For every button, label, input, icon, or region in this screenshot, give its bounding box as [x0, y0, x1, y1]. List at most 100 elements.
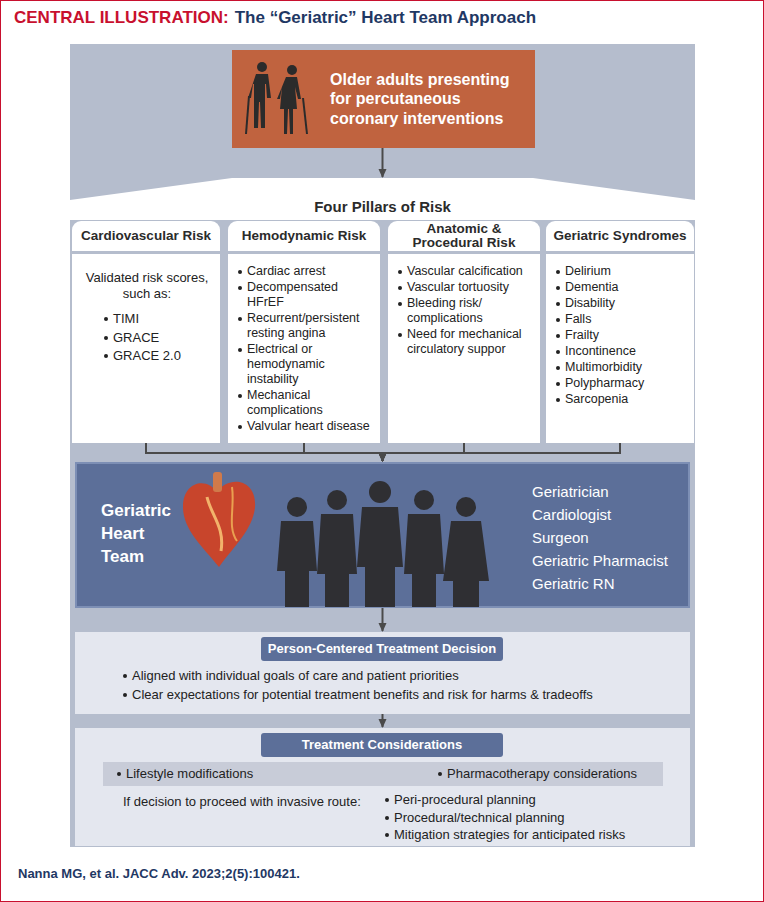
role-text: Cardiologist: [532, 503, 668, 526]
bullet-row: Dementia: [556, 280, 686, 295]
connector: [382, 608, 384, 631]
bullet-text: Bleeding risk/ complications: [407, 296, 532, 326]
column-body: DeliriumDementiaDisabilityFallsFrailtyIn…: [546, 254, 694, 443]
bullet-dot: [556, 350, 560, 354]
bullet-dot: [398, 286, 402, 290]
bullet-text: Procedural/technical planning: [394, 810, 565, 826]
bullet-text: Pharmacotherapy considerations: [447, 766, 637, 782]
bullet-row: Incontinence: [556, 344, 686, 359]
bullet-text: GRACE: [113, 330, 159, 346]
bullet-text: TIMI: [113, 311, 139, 327]
bullet-text: Multimorbidity: [565, 360, 642, 375]
bullet-row: Vascular tortuosity: [398, 280, 532, 295]
connector: [304, 443, 383, 461]
bullet-row: Delirium: [556, 264, 686, 279]
bullet-dot: [104, 336, 108, 340]
decision-box: Aligned with individual goals of care an…: [75, 632, 690, 714]
caption: Nanna MG, et al. JACC Adv. 2023;2(5):100…: [18, 866, 300, 881]
bullet-dot: [385, 816, 389, 820]
role-list: GeriatricianCardiologistSurgeonGeriatric…: [532, 480, 668, 595]
bullet-dot: [556, 302, 560, 306]
bullet-text: Valvular heart disease: [247, 419, 370, 434]
plan-list: Peri-procedural planningProcedural/techn…: [385, 792, 675, 845]
column-tab: Hemodynamic Risk: [228, 221, 380, 251]
bullet-dot: [238, 270, 242, 274]
bullet-text: Delirium: [565, 264, 611, 279]
considerations-box: If decision to proceed with invasive rou…: [75, 728, 690, 846]
bullet-dot: [123, 674, 127, 678]
column-tab: Anatomic & Procedural Risk: [388, 221, 540, 251]
tab-text: Hemodynamic Risk: [242, 229, 367, 243]
bullet-dot: [104, 317, 108, 321]
bullet-row: Cardiac arrest: [238, 264, 372, 279]
bullet-dot: [238, 425, 242, 429]
bullet-dot: [398, 302, 402, 306]
bullet-row: Frailty: [556, 328, 686, 343]
bullet-row: Disability: [556, 296, 686, 311]
bullet-text: Polypharmacy: [565, 376, 644, 391]
bullet-row: Bleeding risk/ complications: [398, 296, 532, 326]
bullet-text: Dementia: [565, 280, 619, 295]
elderly-couple-icon: [240, 58, 320, 138]
bullet-text: Cardiac arrest: [247, 264, 326, 279]
bullet-row: Polypharmacy: [556, 376, 686, 391]
bullet-dot: [238, 317, 242, 321]
bullet-row: Mitigation strategies for anticipated ri…: [385, 827, 675, 843]
option-bar: Lifestyle modifications Pharmacotherapy c…: [103, 762, 663, 786]
bullet-text: GRACE 2.0: [113, 348, 181, 364]
banner: Four Pillars of Risk: [70, 178, 695, 220]
bullet-text: Recurrent/persistent resting angina: [247, 311, 372, 341]
bullet-dot: [117, 772, 121, 776]
bullet-row: Falls: [556, 312, 686, 327]
bullet-text: Incontinence: [565, 344, 636, 359]
bullet-dot: [438, 772, 442, 776]
bullet-row: Aligned with individual goals of care an…: [123, 668, 674, 684]
bullet-text: Peri-procedural planning: [394, 792, 536, 808]
bullet-dot: [556, 398, 560, 402]
bullet-row: TIMI: [104, 311, 212, 327]
bullet-row: GRACE 2.0: [104, 348, 212, 364]
role-text: Surgeon: [532, 526, 668, 549]
bullet-dot: [385, 833, 389, 837]
header-pill: Person-Centered Treatment Decision: [261, 637, 503, 661]
bullet-text: Vascular calcification: [407, 264, 523, 279]
intro-text: Validated risk scores, such as:: [82, 270, 212, 301]
condition-text: If decision to proceed with invasive rou…: [123, 794, 363, 810]
column-body: Validated risk scores, such as: TIMI GRACE…: [72, 254, 220, 443]
bullet-text: Vascular tortuosity: [407, 280, 509, 295]
bullet-dot: [556, 382, 560, 386]
bullet-row: Procedural/technical planning: [385, 810, 675, 826]
pill-text: Treatment Considerations: [302, 738, 462, 752]
box-text: Older adults presenting for percutaneous…: [330, 70, 525, 128]
heart-and-team-illustration: [177, 467, 507, 607]
bullet-dot: [398, 270, 402, 274]
bullet-dot: [238, 394, 242, 398]
column-tab: Geriatric Syndromes: [546, 221, 694, 251]
start-box: Older adults presenting for percutaneous…: [232, 50, 535, 148]
bullet-row: Mechanical complications: [238, 388, 372, 418]
connector: [146, 443, 383, 461]
bullet-dot: [556, 286, 560, 290]
bullet-dot: [238, 348, 242, 352]
bullet-dot: [123, 693, 127, 697]
bullet-row: Lifestyle modifications: [117, 766, 253, 782]
bullet-text: Disability: [565, 296, 615, 311]
tab-text: Cardiovascular Risk: [81, 229, 211, 243]
column-body: Vascular calcificationVascular tortuosit…: [388, 254, 540, 443]
header-pill: Treatment Considerations: [261, 733, 503, 757]
column-tab: Cardiovascular Risk: [72, 221, 220, 251]
bullet-row: Valvular heart disease: [238, 419, 372, 434]
bullet-text: Mechanical complications: [247, 388, 372, 418]
bullet-row: Peri-procedural planning: [385, 792, 675, 808]
bullet-row: Electrical or hemodynamic instability: [238, 342, 372, 387]
bullet-dot: [556, 334, 560, 338]
team-box: Geriatric Heart TeamGeriatricianCardiolo…: [75, 462, 690, 608]
bullet-text: Decompensated HFrEF: [247, 280, 372, 310]
bullet-text: Need for mechanical circulatory suppor: [407, 327, 532, 357]
bullet-dot: [556, 366, 560, 370]
bullet-row: Vascular calcification: [398, 264, 532, 279]
bullet-row: Clear expectations for potential treatme…: [123, 687, 674, 703]
figure-label: CENTRAL ILLUSTRATION:: [14, 8, 229, 27]
bullet-text: Clear expectations for potential treatme…: [132, 687, 593, 703]
bullet-row: GRACE: [104, 330, 212, 346]
